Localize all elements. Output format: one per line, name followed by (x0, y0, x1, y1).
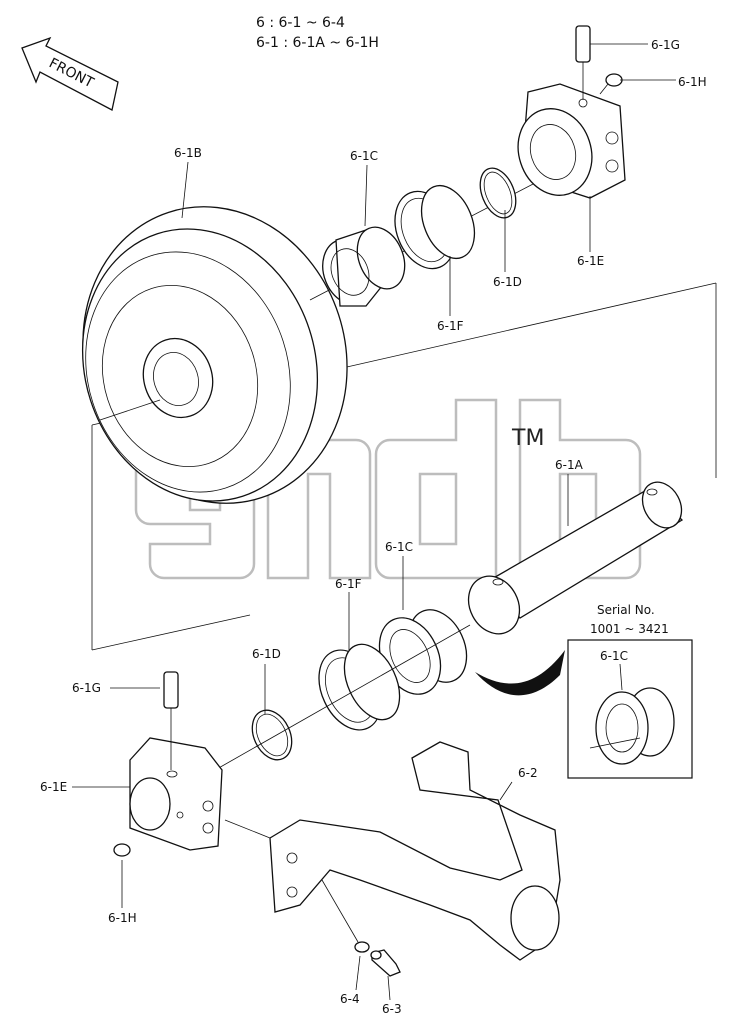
serial-inset-box: Serial No. 1001 ~ 3421 6-1C (475, 603, 693, 779)
label-6-1e-top: 6-1E (577, 254, 604, 268)
label-6-1b: 6-1B (174, 146, 202, 160)
label-6-1d-mid: 6-1D (252, 647, 281, 661)
plug-bottom (113, 843, 131, 857)
label-6-1g-bottom: 6-1G (72, 681, 101, 695)
header-line-1: 6 : 6-1 ~ 6-4 (256, 15, 345, 31)
lower-axis-line (179, 624, 471, 791)
label-6-3: 6-3 (382, 1002, 402, 1016)
inset-pointer-arrow-icon (475, 650, 565, 696)
label-6-2: 6-2 (518, 766, 538, 780)
label-6-1d-top: 6-1D (493, 275, 522, 289)
bolt (370, 949, 401, 977)
leader-lines (72, 43, 676, 1001)
bushing-top (322, 226, 406, 307)
end-housing-bottom (129, 737, 223, 851)
inset-label: 6-1C (600, 649, 628, 663)
plug-top (599, 73, 623, 95)
inset-title: Serial No. (597, 603, 655, 617)
idler-yoke (224, 741, 561, 961)
label-6-4: 6-4 (340, 992, 360, 1006)
end-housing-top (517, 83, 626, 199)
label-6-1h-top: 6-1H (678, 75, 707, 89)
header-line-2: 6-1 : 6-1A ~ 6-1H (256, 35, 379, 51)
label-6-1h-bottom: 6-1H (108, 911, 137, 925)
washer (321, 879, 370, 953)
seal-ring-top (394, 184, 476, 270)
trademark-text: TM (511, 426, 544, 451)
front-arrow-icon: FRONT (21, 36, 119, 111)
label-6-1f-mid: 6-1F (335, 577, 362, 591)
label-6-1c-top: 6-1C (350, 149, 378, 163)
label-6-1f-top: 6-1F (437, 319, 464, 333)
label-6-1g-top: 6-1G (651, 38, 680, 52)
pin-bottom (163, 671, 179, 770)
shaft (467, 481, 684, 635)
label-6-1a: 6-1A (555, 458, 584, 472)
idler-wheel (81, 206, 348, 504)
pin-top (575, 25, 591, 100)
inset-range: 1001 ~ 3421 (590, 622, 669, 636)
label-6-1e-bottom: 6-1E (40, 780, 67, 794)
o-ring-top (479, 167, 517, 219)
label-6-1c-mid: 6-1C (385, 540, 413, 554)
seal-ring-mid (318, 643, 401, 731)
o-ring-mid (251, 709, 293, 761)
